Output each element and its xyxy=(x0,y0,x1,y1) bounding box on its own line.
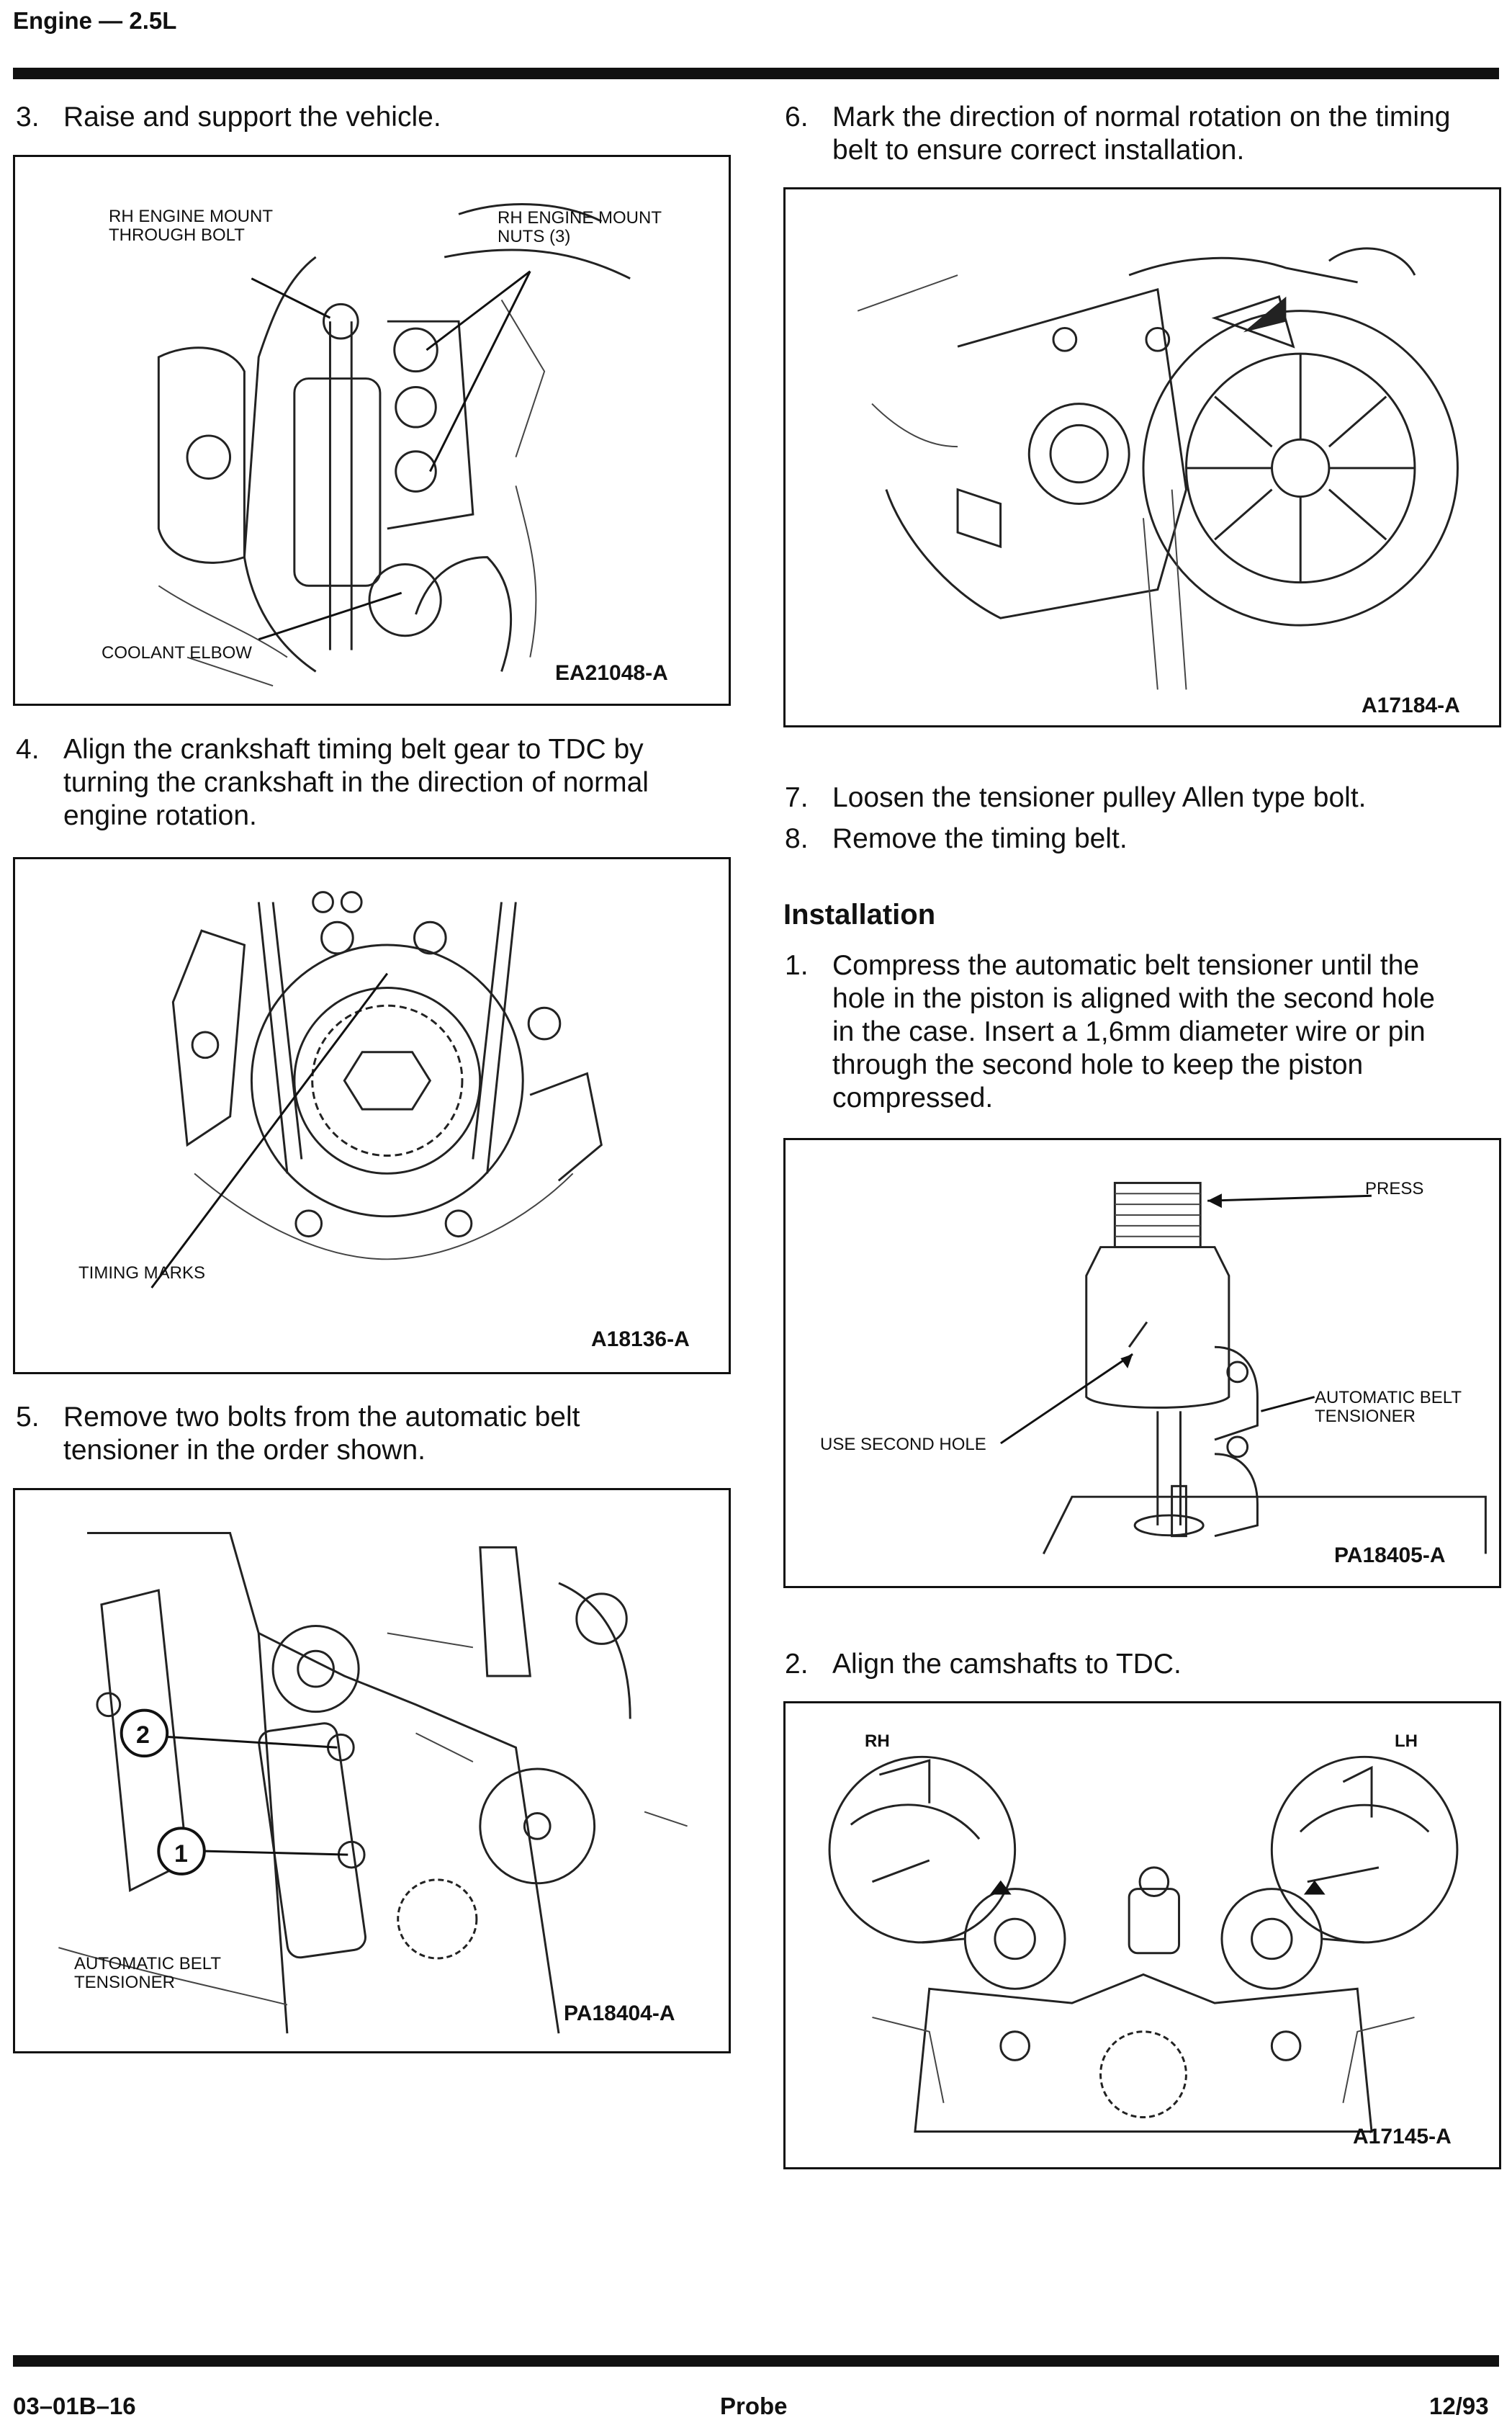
step-7: 7. Loosen the tensioner pulley Allen typ… xyxy=(785,781,1505,817)
camshafts-illustration xyxy=(828,1755,1459,2133)
tensioner-illustration xyxy=(58,1532,688,2034)
installation-step-2: 2. Align the camshafts to TDC. xyxy=(785,1648,1505,1684)
figure-crankshaft-timing: TIMING MARKS A18136-A xyxy=(13,857,731,1374)
label-timing-marks: TIMING MARKS xyxy=(78,1263,206,1283)
step-6: 6. Mark the direction of normal rotation… xyxy=(785,101,1505,173)
step-text: Align the camshafts to TDC. xyxy=(832,1649,1182,1680)
label-lh: LH xyxy=(1395,1731,1418,1751)
label-coolant-elbow: COOLANT ELBOW xyxy=(102,643,252,663)
figure-belt-tensioner-bolts: 2 1 AUTOMATIC BELT TENSIONER PA18404-A xyxy=(13,1488,731,2053)
step-number: 4. xyxy=(16,734,40,765)
section-heading-installation: Installation xyxy=(783,899,936,931)
engine-mount-illustration xyxy=(157,203,631,687)
figure-belt-rotation: A17184-A xyxy=(783,187,1501,727)
step-number: 7. xyxy=(785,782,809,813)
callout-1: 1 xyxy=(174,1840,188,1868)
crankshaft-illustration xyxy=(150,891,603,1289)
callout-2: 2 xyxy=(136,1721,150,1749)
step-text: Mark the direction of normal rotation on… xyxy=(832,102,1451,166)
footer-rule xyxy=(13,2355,1499,2367)
label-press: PRESS xyxy=(1365,1179,1424,1198)
figure-id: A17184-A xyxy=(1362,694,1460,717)
compress-tensioner-illustration xyxy=(1000,1181,1487,1555)
label-automatic-belt-tensioner: AUTOMATIC BELT TENSIONER xyxy=(74,1954,222,1992)
step-number: 1. xyxy=(785,950,809,981)
figure-id: A18136-A xyxy=(591,1327,690,1351)
step-number: 6. xyxy=(785,102,809,133)
label-automatic-belt-tensioner: AUTOMATIC BELT TENSIONER xyxy=(1315,1388,1462,1426)
step-text: Align the crankshaft timing belt gear to… xyxy=(63,734,649,831)
step-3: 3. Raise and support the vehicle. xyxy=(16,101,736,137)
footer-section-number: 03–01B–16 xyxy=(13,2393,136,2419)
step-number: 8. xyxy=(785,823,809,854)
step-8: 8. Remove the timing belt. xyxy=(785,823,1505,859)
figure-rh-engine-mount: RH ENGINE MOUNT THROUGH BOLT RH ENGINE M… xyxy=(13,155,731,706)
step-text: Compress the automatic belt tensioner un… xyxy=(832,950,1435,1113)
footer-date: 12/93 xyxy=(1429,2393,1489,2419)
installation-step-1: 1. Compress the automatic belt tensioner… xyxy=(785,949,1505,1122)
figure-id: PA18404-A xyxy=(564,2002,675,2025)
figure-id: A17145-A xyxy=(1353,2125,1452,2148)
label-use-second-hole: USE SECOND HOLE xyxy=(820,1435,986,1454)
label-through-bolt: RH ENGINE MOUNT THROUGH BOLT xyxy=(109,207,273,245)
step-number: 3. xyxy=(16,102,40,133)
step-5: 5. Remove two bolts from the automatic b… xyxy=(16,1401,736,1473)
step-text: Loosen the tensioner pulley Allen type b… xyxy=(832,782,1367,813)
footer-vehicle: Probe xyxy=(720,2393,788,2419)
step-text: Remove the timing belt. xyxy=(832,823,1128,854)
figure-compress-tensioner: PRESS AUTOMATIC BELT TENSIONER USE SECON… xyxy=(783,1138,1501,1588)
step-text: Raise and support the vehicle. xyxy=(63,102,441,133)
step-text: Remove two bolts from the automatic belt… xyxy=(63,1402,580,1466)
page-header-title: Engine — 2.5L xyxy=(13,7,177,34)
figure-id: PA18405-A xyxy=(1334,1543,1446,1567)
tensioner-leaders xyxy=(120,1708,348,1876)
label-rh: RH xyxy=(865,1731,890,1751)
header-rule xyxy=(13,68,1499,79)
step-number: 5. xyxy=(16,1402,40,1433)
figure-camshafts-tdc: RH LH A17145-A xyxy=(783,1701,1501,2169)
label-mount-nuts: RH ENGINE MOUNT NUTS (3) xyxy=(498,208,662,246)
step-4: 4. Align the crankshaft timing belt gear… xyxy=(16,733,736,841)
figure-id: EA21048-A xyxy=(555,661,668,685)
step-number: 2. xyxy=(785,1649,809,1680)
belt-rotation-illustration xyxy=(857,247,1459,690)
